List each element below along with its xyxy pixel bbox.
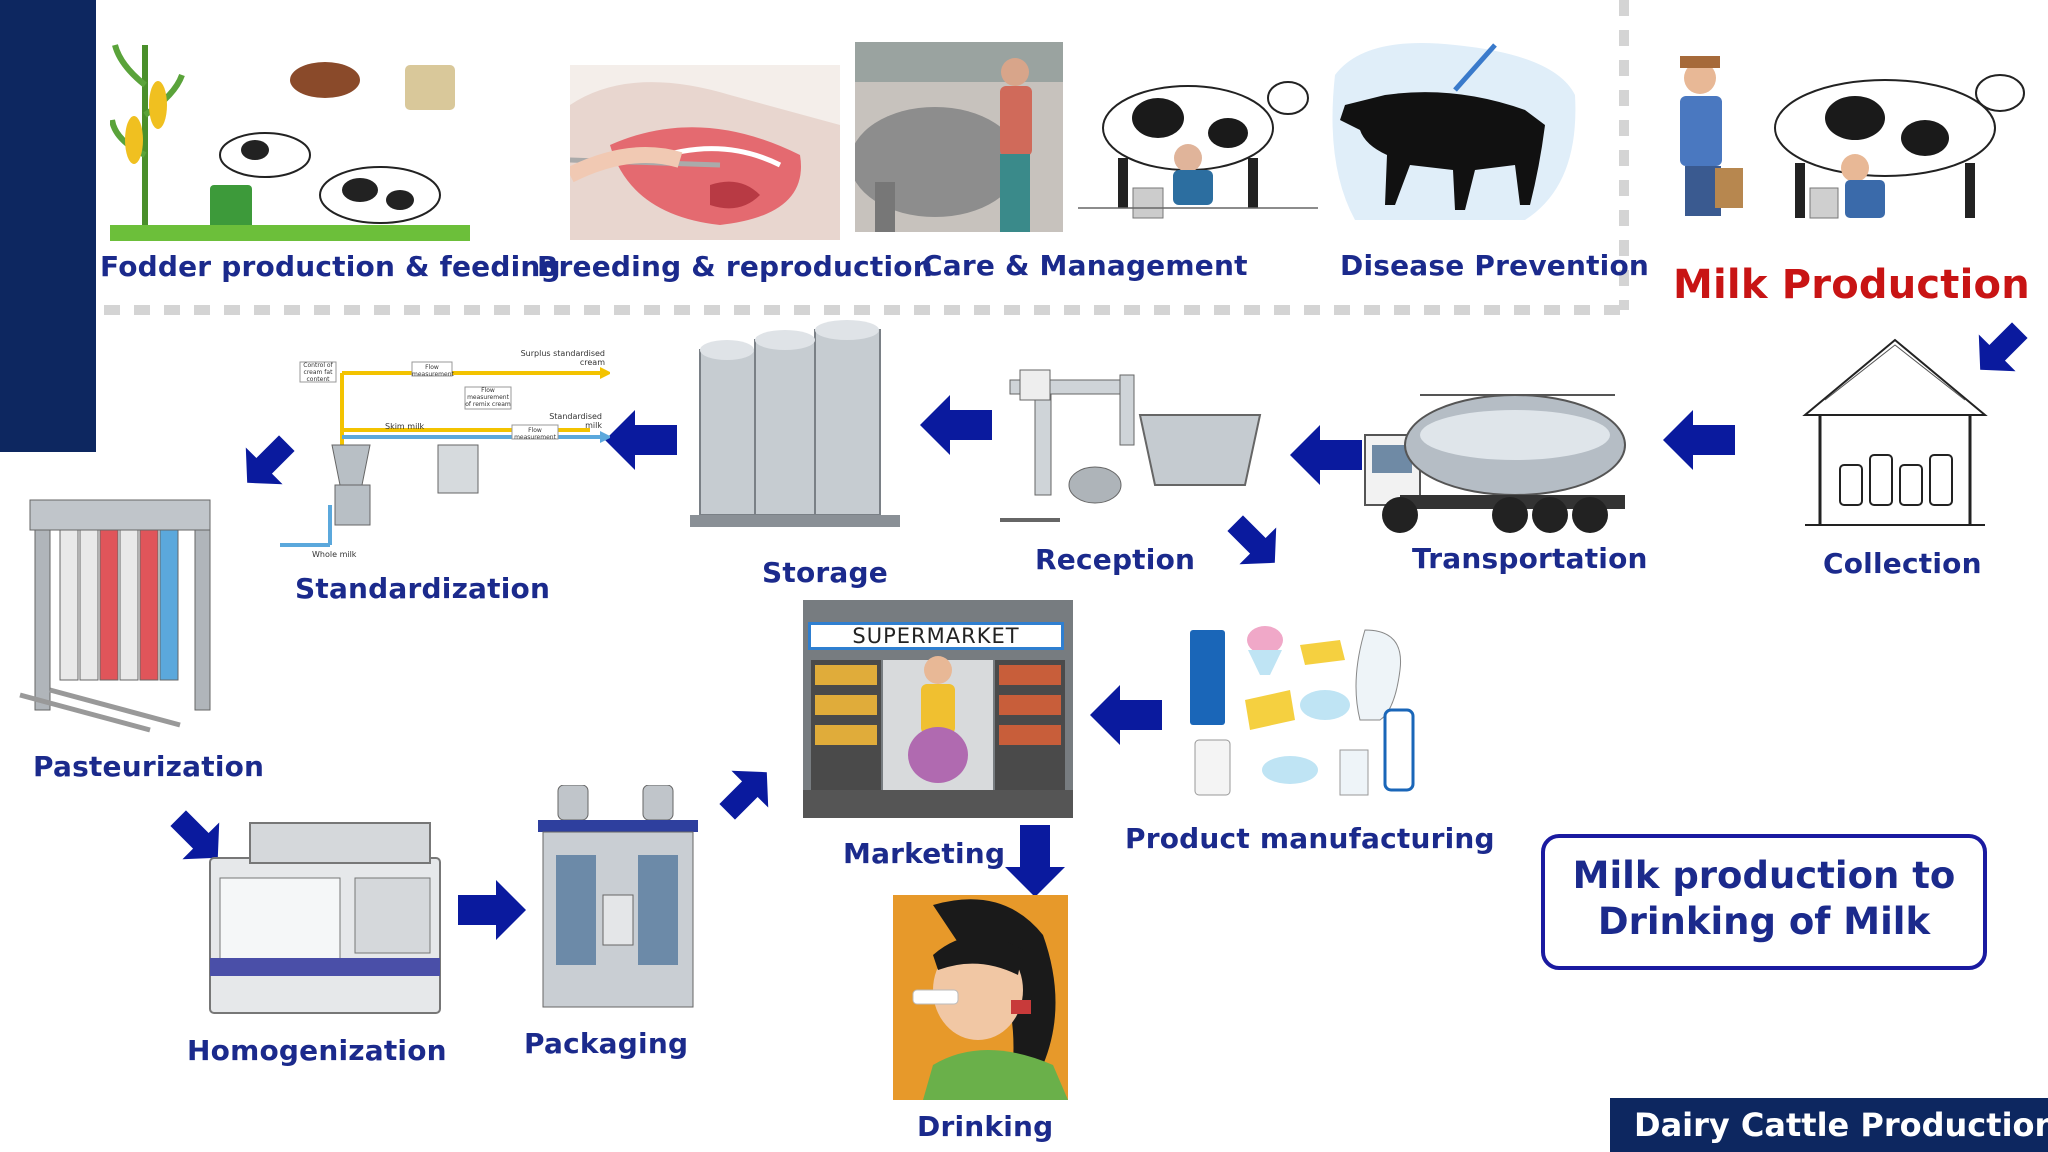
breeding-label: Breeding & reproduction (537, 250, 933, 283)
fodder-feeding-icon (110, 25, 470, 245)
disease-prevention-label: Disease Prevention (1340, 249, 1650, 282)
arrow-reception-to-products (1227, 515, 1277, 565)
arrow-homogenization-to-packaging (458, 880, 526, 940)
milking-cow-icon (1680, 56, 2025, 219)
drinking-milk-icon (893, 895, 1068, 1100)
arrow-collection-to-transport (1663, 410, 1735, 470)
top-section-divider (104, 305, 1634, 315)
storage-label: Storage (762, 556, 888, 589)
marketing-label: Marketing (843, 837, 1006, 870)
transportation-label: Transportation (1412, 542, 1648, 575)
std-standardised-text: Standardised milk (549, 412, 602, 430)
arrow-transport-to-reception (1290, 425, 1362, 485)
std-flow2-text: Flow measurement (514, 427, 556, 441)
drinking-label: Drinking (917, 1110, 1054, 1143)
milk-section-divider (1619, 0, 1629, 310)
summary-box: Milk production to Drinking of Milk (1541, 834, 1987, 970)
arrow-marketing-to-drinking (1005, 825, 1065, 897)
arrow-storage-to-standardization (605, 410, 677, 470)
standardization-label: Standardization (295, 572, 551, 605)
breeding-icon (570, 65, 840, 240)
disease-prevention-icon (1332, 43, 1576, 220)
arrow-to-collection (1978, 322, 2028, 372)
arrow-standardization-to-pasteurization (245, 435, 295, 485)
std-whole-text: Whole milk (312, 550, 357, 559)
storage-silos-icon (690, 320, 900, 527)
packaging-label: Packaging (524, 1027, 689, 1060)
milk-production-label: Milk Production (1673, 262, 2030, 308)
left-accent-bar (0, 0, 96, 452)
reception-equipment-icon (1000, 369, 1262, 522)
pasteurization-label: Pasteurization (33, 750, 265, 783)
care-management-icon (855, 42, 1063, 232)
std-flow-text: Flow measurement (412, 364, 454, 378)
supermarket-icon: SUPERMARKET (803, 600, 1073, 818)
homogenizer-icon (209, 822, 441, 1014)
fodder-feeding-label: Fodder production & feeding (100, 250, 561, 283)
packaging-machine-icon (538, 785, 698, 1008)
product-manufacturing-label: Product manufacturing (1125, 822, 1495, 855)
reception-label: Reception (1035, 543, 1196, 576)
collection-hut-icon (1802, 338, 1988, 526)
std-control-text: Control of cream fat content (303, 362, 333, 383)
arrow-packaging-to-marketing (719, 770, 769, 820)
supermarket-sign: SUPERMARKET (808, 622, 1064, 650)
arrow-pasteurization-to-homogenization (170, 810, 220, 860)
std-remix-text: Flow measurement of remix cream (465, 387, 511, 408)
standardization-diagram: Control of cream fat content Flow measur… (270, 345, 610, 565)
pasteurizer-icon (19, 499, 211, 733)
summary-line-1: Milk production to (1572, 854, 1956, 897)
homogenization-label: Homogenization (187, 1034, 447, 1067)
arrow-reception-to-storage (920, 395, 992, 455)
std-skim-text: Skim milk (385, 422, 425, 431)
arrow-products-to-marketing (1090, 685, 1162, 745)
milk-tanker-truck-icon (1364, 394, 1626, 533)
collection-label: Collection (1823, 547, 1982, 580)
summary-line-2: Drinking of Milk (1597, 900, 1931, 943)
dairy-products-icon (1190, 626, 1415, 796)
care-management-label: Care & Management (922, 249, 1248, 282)
footer-badge: Dairy Cattle Production (1610, 1098, 2048, 1152)
std-surplus-text: Surplus standardised cream (520, 349, 605, 367)
dairy-cow-milking-icon (1078, 81, 1318, 219)
